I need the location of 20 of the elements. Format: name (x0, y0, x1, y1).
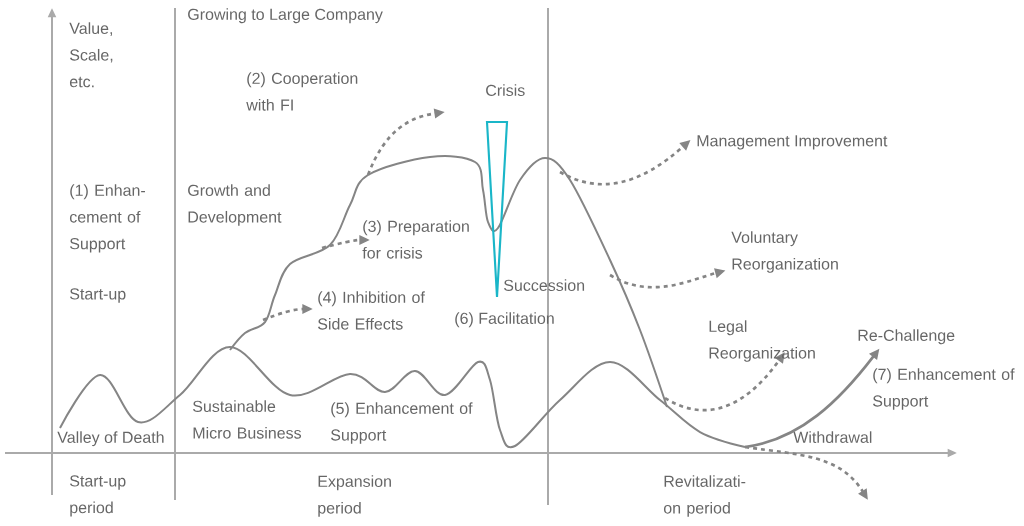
text-label: Valley of Death (57, 431, 164, 447)
text-label: Growth and Development (188, 184, 282, 226)
text-label: (5) Enhancement of Support (331, 402, 473, 444)
text-label: Start-up period (70, 475, 126, 517)
outcome-label: Management Improvement (697, 135, 888, 150)
text-label: Revitalizati- on period (663, 475, 746, 517)
text-label: Expansion period (318, 475, 391, 517)
text-label: (1) Enhan- cement of Support (69, 184, 146, 253)
text-label: Crisis (486, 84, 525, 96)
outcome-label: Voluntary Reorganization (731, 231, 838, 273)
text-label: (2) Cooperation with FI (246, 72, 358, 111)
outcome-label: Re-Challenge (858, 329, 955, 345)
text-label: Start-up (70, 288, 126, 303)
text-label: Value, Scale, etc. (69, 22, 113, 88)
text-label: (4) Inhibition of Side Effects (318, 291, 425, 330)
text-label: (7) Enhancement of Support (873, 368, 1015, 410)
text-label: (3) Preparation for crisis (362, 220, 469, 259)
text-label: Withdrawal (793, 431, 872, 443)
text-label: Growing to Large Company (188, 8, 383, 24)
text-label: Sustainable Micro Business (193, 400, 302, 439)
